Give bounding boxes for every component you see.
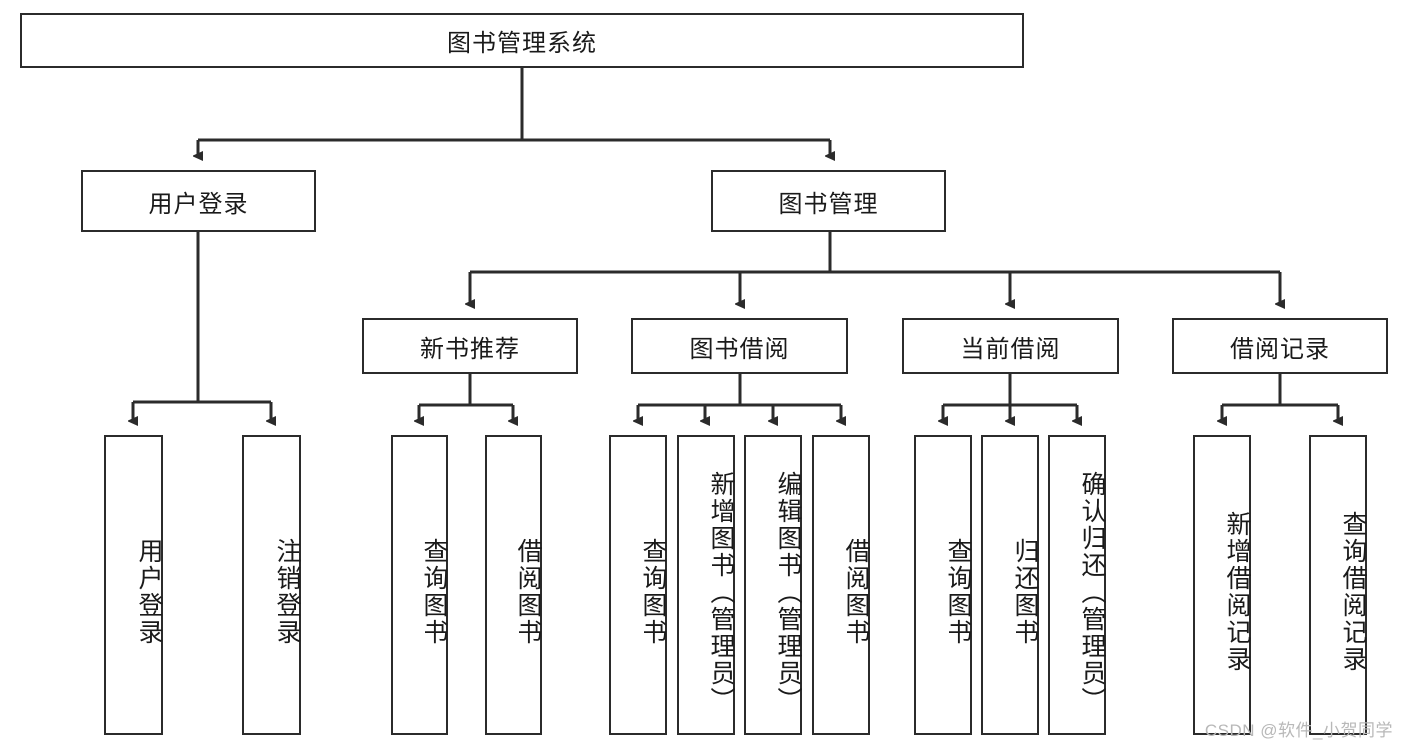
leaf-borrow-record-add[interactable]: 新增借阅记录 (1193, 435, 1251, 735)
leaf-book-borrow-add[interactable]: 新增图书（管理员） (677, 435, 735, 735)
leaf-book-borrow-edit[interactable]: 编辑图书（管理员） (744, 435, 802, 735)
leaf-label: 确认归还（管理员） (1078, 470, 1106, 714)
node-book-management-label: 图书管理 (778, 190, 879, 218)
leaf-label: 编辑图书（管理员） (774, 470, 802, 714)
leaf-borrow-record-query[interactable]: 查询借阅记录 (1309, 435, 1367, 735)
node-book-borrow[interactable]: 图书借阅 (631, 318, 848, 374)
leaf-label: 用户登录 (135, 538, 163, 646)
leaf-label: 新增图书（管理员） (707, 470, 735, 714)
node-current-borrow[interactable]: 当前借阅 (902, 318, 1119, 374)
node-borrow-record[interactable]: 借阅记录 (1172, 318, 1388, 374)
node-root-system[interactable]: 图书管理系统 (20, 13, 1024, 68)
leaf-current-borrow-confirm-return[interactable]: 确认归还（管理员） (1048, 435, 1106, 735)
leaf-current-borrow-query[interactable]: 查询图书 (914, 435, 972, 735)
leaf-label: 查询图书 (420, 538, 448, 646)
leaf-user-login-logout[interactable]: 注销登录 (242, 435, 301, 735)
leaf-label: 注销登录 (273, 538, 301, 646)
leaf-book-borrow-query[interactable]: 查询图书 (609, 435, 667, 735)
node-book-borrow-label: 图书借阅 (689, 335, 790, 363)
leaf-user-login-login[interactable]: 用户登录 (104, 435, 163, 735)
node-new-book-recommend-label: 新书推荐 (420, 335, 520, 363)
node-root-label: 图书管理系统 (447, 30, 597, 57)
leaf-new-book-borrow[interactable]: 借阅图书 (485, 435, 542, 735)
leaf-label: 查询图书 (944, 538, 972, 646)
node-new-book-recommend[interactable]: 新书推荐 (362, 318, 578, 374)
leaf-label: 借阅图书 (842, 538, 870, 646)
leaf-label: 归还图书 (1011, 538, 1039, 646)
leaf-book-borrow-borrow[interactable]: 借阅图书 (812, 435, 870, 735)
leaf-current-borrow-return[interactable]: 归还图书 (981, 435, 1039, 735)
node-user-login[interactable]: 用户登录 (81, 170, 316, 232)
node-user-login-label: 用户登录 (148, 190, 249, 218)
csdn-watermark: CSDN @软件_小贺同学 (1204, 721, 1393, 740)
leaf-label: 查询借阅记录 (1339, 511, 1367, 673)
node-borrow-record-label: 借阅记录 (1230, 335, 1330, 363)
leaf-label: 借阅图书 (514, 538, 542, 646)
node-current-borrow-label: 当前借阅 (960, 335, 1061, 363)
leaf-label: 查询图书 (639, 538, 667, 646)
leaf-new-book-query[interactable]: 查询图书 (391, 435, 448, 735)
leaf-label: 新增借阅记录 (1223, 511, 1251, 673)
node-book-management[interactable]: 图书管理 (711, 170, 946, 232)
